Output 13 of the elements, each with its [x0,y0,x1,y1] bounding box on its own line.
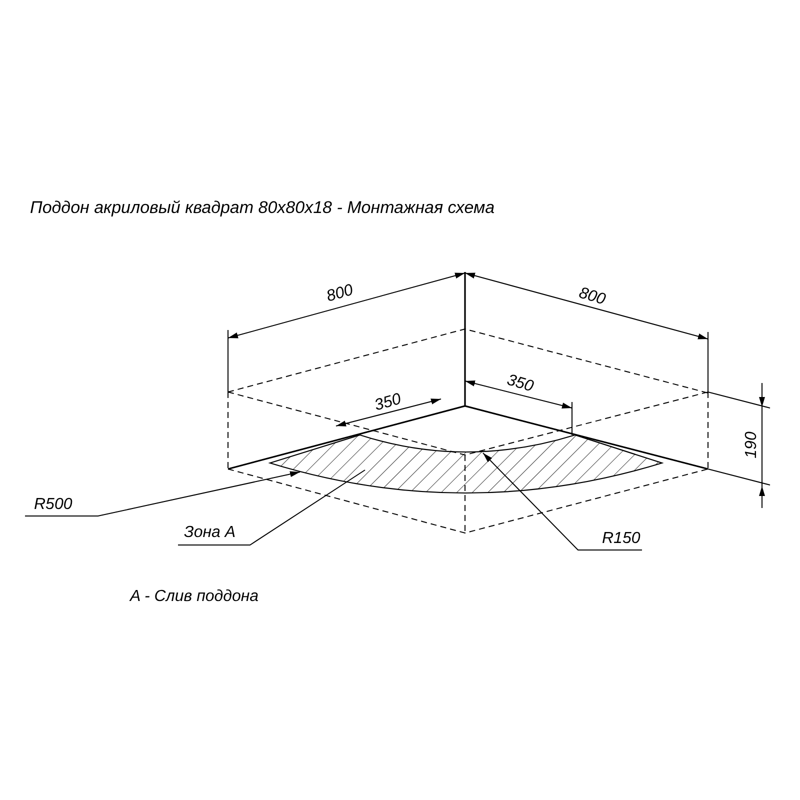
leader-line [178,470,366,546]
dimension-label: 350 [504,372,536,396]
dimension-label: 190 [743,432,761,458]
leader-line [24,471,300,516]
note-text: A - Слив поддона [130,588,259,606]
callout-label: Зона A [180,524,240,543]
callout-label: R150 [598,530,644,549]
dimension-label: 800 [576,284,608,310]
leader-line [482,452,642,550]
dimension-label: 800 [324,282,356,306]
title: Поддон акриловый квадрат 80x80x18 - Монтажная схема [30,198,495,218]
callout-label: R500 [30,496,76,515]
dimension-label: 350 [372,390,404,416]
